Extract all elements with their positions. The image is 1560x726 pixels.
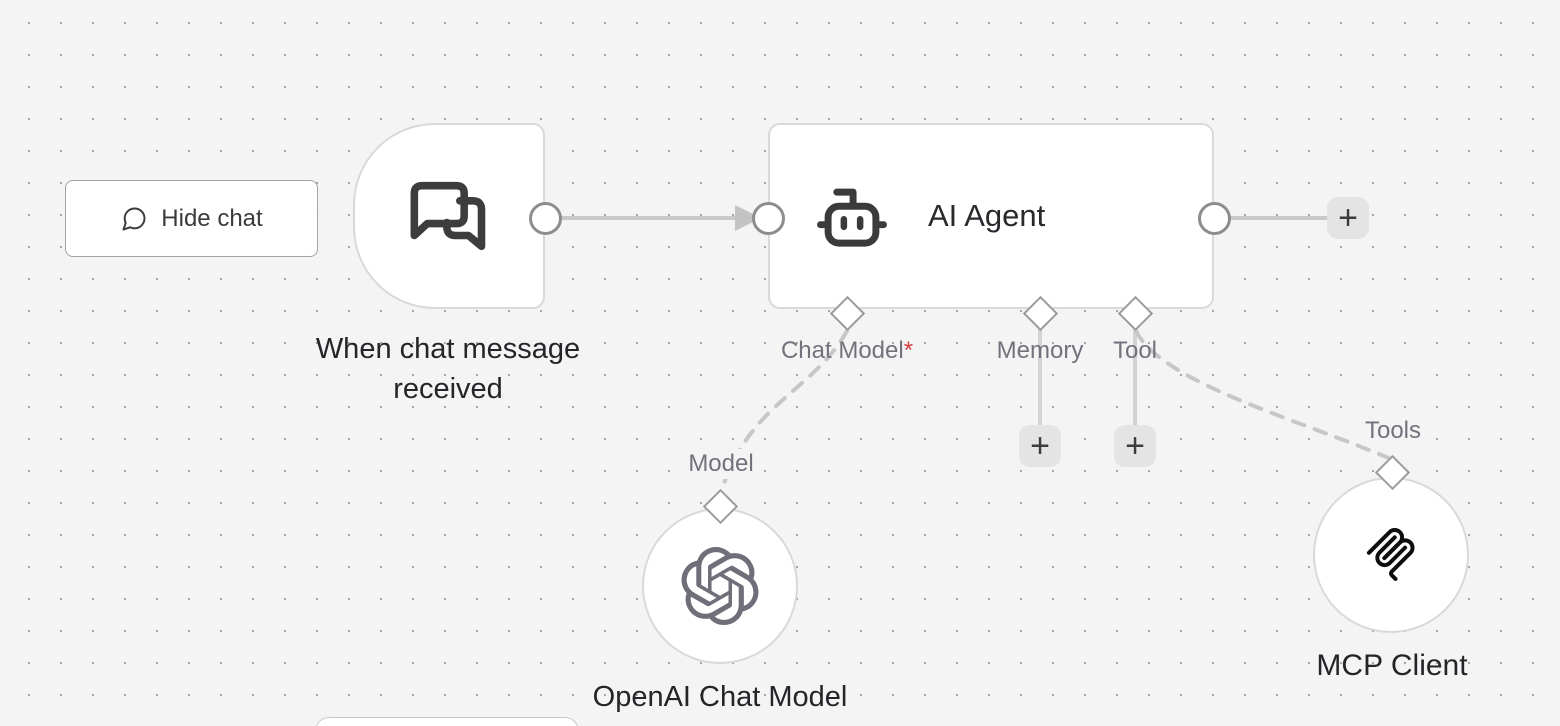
openai-node-label: OpenAI Chat Model xyxy=(592,681,848,713)
tools-port-label: Tools xyxy=(1359,416,1427,446)
plus-icon: + xyxy=(1125,427,1145,465)
agent-node-title: AI Agent xyxy=(928,198,1046,233)
chat-model-port-label: Chat Model* xyxy=(780,337,914,364)
tool-port-label: Tool xyxy=(1112,337,1158,364)
connection-tool-to-mcp[interactable] xyxy=(1134,329,1393,461)
robot-icon xyxy=(814,183,890,249)
trigger-output-endpoint[interactable] xyxy=(529,202,562,235)
hide-chat-button[interactable]: Hide chat xyxy=(65,180,318,257)
hide-chat-label: Hide chat xyxy=(161,204,263,232)
plus-icon: + xyxy=(1030,427,1050,465)
node-openai-chat-model[interactable] xyxy=(642,508,798,664)
openai-logo xyxy=(681,547,759,625)
add-memory-button[interactable]: + xyxy=(1019,425,1061,467)
required-asterisk: * xyxy=(903,337,914,364)
trigger-node-label: When chat message received xyxy=(315,333,581,405)
agent-input-endpoint[interactable] xyxy=(752,202,785,235)
node-mcp-client[interactable] xyxy=(1313,477,1469,633)
chat-messages-icon xyxy=(405,177,493,255)
mcp-logo xyxy=(1360,523,1422,587)
add-tool-button[interactable]: + xyxy=(1114,425,1156,467)
plus-icon: + xyxy=(1338,199,1358,237)
model-port-label: Model xyxy=(683,449,759,479)
mcp-node-label: MCP Client xyxy=(1316,649,1468,682)
node-ai-agent[interactable]: AI Agent xyxy=(768,123,1214,309)
add-next-node-button[interactable]: + xyxy=(1327,197,1369,239)
speech-bubble-icon xyxy=(120,205,148,233)
memory-port-label: Memory xyxy=(996,337,1084,364)
node-chat-trigger[interactable] xyxy=(353,123,545,309)
agent-output-endpoint[interactable] xyxy=(1198,202,1231,235)
clipped-bottom-panel[interactable] xyxy=(315,717,579,726)
